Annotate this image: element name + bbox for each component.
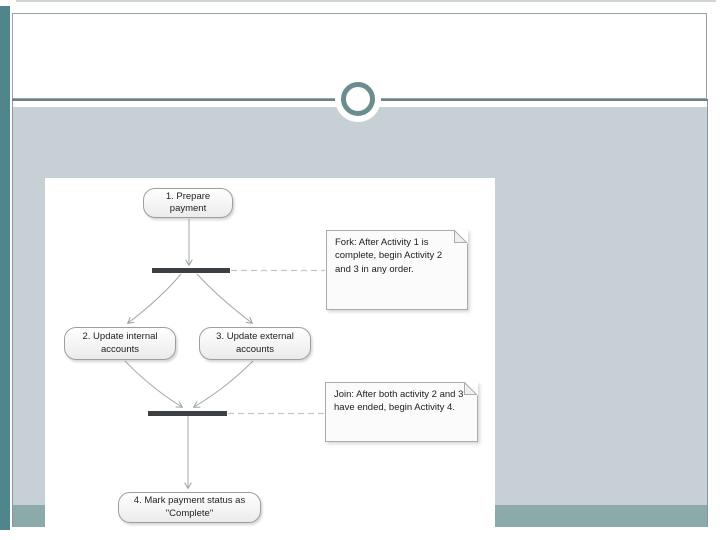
activity-update-external: 3. Update external accounts (199, 327, 311, 360)
join-bar (148, 411, 227, 416)
activity-diagram-panel: 1. Prepare payment Fork: After Activity … (45, 178, 495, 540)
fork-bar (152, 268, 230, 273)
note-fold-icon (464, 382, 478, 396)
left-accent-bar (0, 6, 10, 530)
fork-note: Fork: After Activity 1 is complete, begi… (326, 230, 468, 310)
top-edge-hairline (16, 0, 716, 2)
ring-ornament-icon (341, 82, 375, 116)
activity-prepare-payment: 1. Prepare payment (143, 188, 233, 218)
edge-fork-a2 (126, 273, 182, 324)
activity-update-internal: 2. Update internal accounts (64, 327, 176, 360)
edge-fork-a3 (196, 273, 254, 324)
note-fold-icon (454, 230, 468, 244)
activity-label: 1. Prepare payment (165, 190, 211, 214)
activity-label: 2. Update internal accounts (82, 331, 158, 355)
edge-a3-join (192, 360, 254, 408)
edge-a2-join (124, 360, 184, 408)
activity-mark-complete: 4. Mark payment status as "Complete" (118, 492, 261, 523)
activity-label: 3. Update external accounts (216, 331, 294, 355)
note-text: Fork: After Activity 1 is complete, begi… (335, 237, 443, 275)
activity-label: 4. Mark payment status as "Complete" (133, 495, 246, 519)
join-note: Join: After both activity 2 and 3 have e… (325, 382, 478, 442)
note-text: Join: After both activity 2 and 3 have e… (334, 389, 464, 414)
